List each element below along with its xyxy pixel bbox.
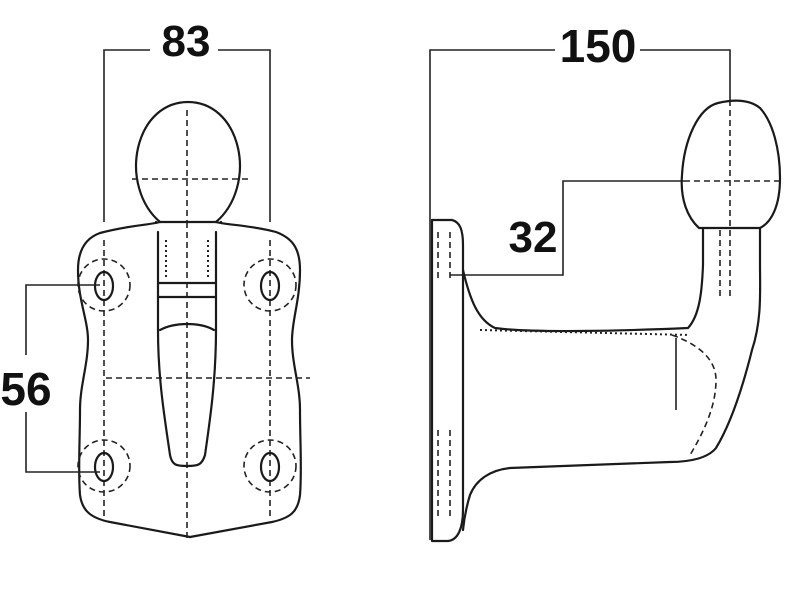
tow-ball-side bbox=[680, 99, 782, 300]
bolt-hole-top-right bbox=[243, 258, 297, 312]
tow-ball-front bbox=[132, 100, 248, 224]
dimension-hole-spacing: 56 bbox=[0, 284, 100, 473]
side-view: 150 32 bbox=[429, 20, 782, 543]
dimension-length: 150 bbox=[429, 20, 731, 540]
mounting-plate bbox=[76, 220, 310, 540]
bolt-hole-bottom-left bbox=[77, 439, 131, 493]
dimension-height-label: 32 bbox=[509, 213, 558, 262]
dimension-width: 83 bbox=[103, 17, 271, 222]
neck-slot bbox=[156, 230, 218, 468]
bolt-hole-bottom-right bbox=[243, 439, 297, 493]
dimension-hole-spacing-label: 56 bbox=[0, 363, 51, 415]
dimension-width-label: 83 bbox=[162, 17, 211, 66]
dimension-length-label: 150 bbox=[560, 20, 637, 72]
mounting-flange bbox=[430, 218, 465, 543]
dimension-height: 32 bbox=[450, 180, 684, 276]
hook-arm bbox=[461, 226, 762, 532]
front-view: 83 bbox=[0, 17, 310, 540]
